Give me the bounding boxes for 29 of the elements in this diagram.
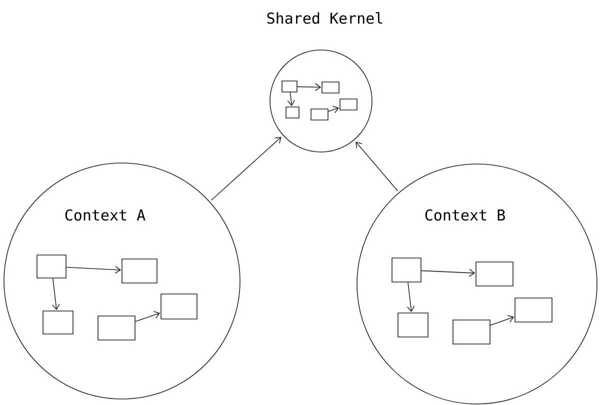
arrow — [328, 106, 340, 114]
arrow — [421, 268, 476, 277]
small-box — [514, 298, 552, 322]
arrow — [66, 266, 122, 274]
small-box — [122, 258, 158, 284]
small-box — [340, 98, 358, 110]
arrow — [52, 278, 60, 310]
arrow — [490, 315, 514, 326]
small-box — [282, 80, 298, 92]
arrow — [210, 136, 282, 201]
small-box — [398, 312, 428, 338]
small-box — [322, 82, 340, 94]
small-box — [310, 108, 328, 120]
circle-title: Shared Kernel — [267, 12, 382, 24]
small-box — [98, 316, 136, 340]
small-box — [452, 320, 490, 344]
small-box — [476, 262, 514, 286]
circle-title: Context A — [65, 209, 146, 221]
small-box — [160, 294, 198, 320]
circle-title: Context B — [425, 209, 505, 221]
small-box — [286, 106, 300, 118]
arrow — [406, 282, 415, 312]
arrow — [287, 92, 295, 106]
small-box — [392, 258, 422, 282]
arrow — [135, 311, 160, 322]
small-box — [42, 310, 74, 334]
arrow — [297, 83, 322, 92]
small-box — [36, 254, 66, 278]
arrow — [356, 142, 398, 192]
